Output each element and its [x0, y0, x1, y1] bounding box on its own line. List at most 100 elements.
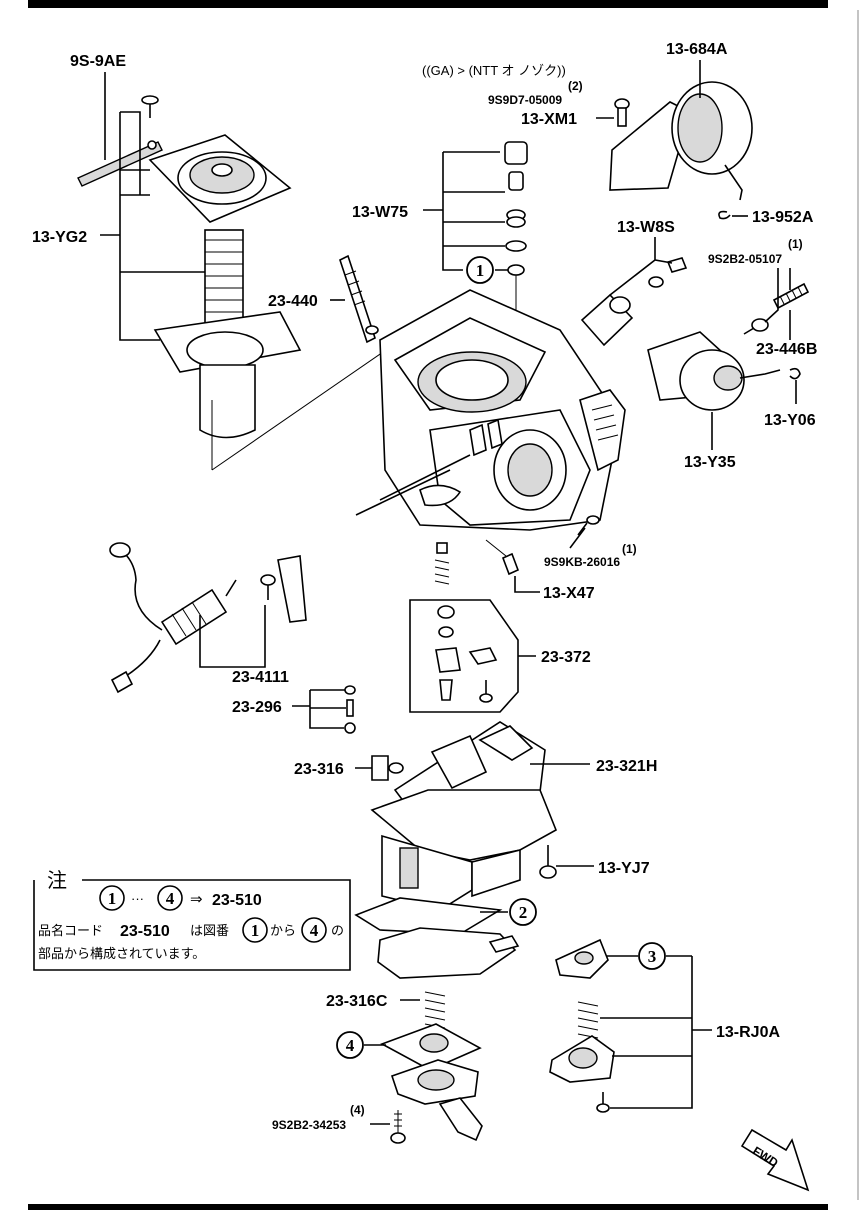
svg-text:1: 1 — [108, 889, 117, 908]
svg-text:3: 3 — [648, 947, 657, 966]
bottom-border — [28, 1204, 828, 1210]
circled-2: 2 — [509, 898, 537, 926]
top-border — [28, 0, 828, 8]
part-lower-housing — [153, 311, 302, 439]
leader-housing — [119, 272, 160, 341]
leader-13x47 — [514, 576, 540, 593]
leader-23296 — [292, 689, 346, 729]
label-234111: 23-4111 — [232, 669, 289, 686]
note-arrow: ⇒ — [190, 890, 203, 908]
part-gasket-2 — [354, 897, 503, 935]
label-13y35: 13-Y35 — [684, 454, 736, 471]
part-base-flange — [377, 927, 520, 979]
svg-text:4: 4 — [310, 921, 319, 940]
label-13xm1: 13-XM1 — [521, 111, 577, 128]
label-9s9d7: 9S9D7-05009 — [488, 93, 562, 107]
label-13x47: 13-X47 — [543, 585, 595, 602]
leader-13yg2 — [100, 169, 205, 273]
part-w75-stack — [504, 141, 528, 276]
note-ellipsis: ··· — [131, 891, 144, 906]
part-05107-screw — [743, 318, 769, 335]
svg-text:1: 1 — [251, 921, 260, 940]
header-note: ((GA) > (NTT オ ノゾク)) — [422, 63, 566, 78]
part-296-pins — [344, 685, 356, 734]
label-13yg2: 13-YG2 — [32, 229, 87, 246]
label-23321h: 23-321H — [596, 758, 657, 775]
part-small-screw-top — [141, 95, 159, 118]
part-idle-screw — [339, 254, 379, 344]
label-9s2b2-05107: 9S2B2-05107 — [708, 252, 782, 266]
part-rj0a-housing — [549, 1035, 615, 1083]
label-9s2b2-34253: 9S2B2-34253 — [272, 1118, 346, 1132]
label-9s9ae: 9S-9AE — [70, 53, 126, 70]
part-gasket-plate — [148, 134, 292, 223]
note-line2-pre: 品名コード — [38, 923, 103, 939]
part-rj0a-screw — [596, 1092, 610, 1113]
label-9s9d7-qty: (2) — [568, 79, 583, 93]
circled-1: 1 — [466, 256, 494, 284]
note-line3: 部品から構成されています。 — [38, 947, 205, 962]
note-heading: 注 — [47, 868, 67, 892]
part-xm1-screw — [614, 98, 630, 127]
label-13w75: 13-W75 — [352, 204, 408, 221]
label-23440: 23-440 — [268, 293, 318, 310]
part-y35-throttle-positioner — [647, 331, 781, 411]
part-yj7-screw — [539, 845, 557, 879]
note-line2-circ-from — [242, 917, 268, 943]
leader-234111 — [199, 605, 266, 668]
part-y06-clip — [789, 367, 801, 380]
part-rj0a-spring — [577, 1001, 599, 1039]
part-float-chamber — [370, 789, 558, 911]
leader-23316 — [355, 755, 389, 781]
leader-9s9kb — [569, 527, 586, 549]
leader-13w8s — [609, 237, 673, 296]
label-23316: 23-316 — [294, 761, 344, 778]
label-13yj7: 13-YJ7 — [598, 860, 650, 877]
label-13y06: 13-Y06 — [764, 412, 816, 429]
part-9s9kb-screw — [577, 515, 600, 536]
note-circ-from — [99, 885, 125, 911]
part-23372-group — [409, 599, 519, 713]
svg-text:4: 4 — [346, 1036, 355, 1055]
part-main-jet-spring — [434, 542, 450, 585]
note-box: 注 1 ··· 4 ⇒ 23-510 品名コード 23-510 は図番 1 から… — [33, 868, 351, 971]
x47-guide — [485, 539, 507, 557]
note-line2-circ-to — [301, 917, 327, 943]
label-13684a: 13-684A — [666, 41, 728, 58]
part-952a-clip — [718, 210, 731, 220]
part-34253-screw — [390, 1110, 406, 1144]
part-lower-cover — [390, 1059, 483, 1142]
part-4111-solenoid — [109, 542, 307, 694]
leader-13w75 — [423, 151, 508, 271]
note-line2-kara: から — [270, 924, 296, 939]
leader-13rj0a — [600, 956, 712, 1109]
label-23446b: 23-446B — [756, 341, 817, 358]
label-9s9kb-qty: (1) — [622, 542, 637, 556]
part-316c-spring — [424, 991, 446, 1029]
label-23372: 23-372 — [541, 649, 591, 666]
part-w8s-solenoid — [580, 257, 688, 347]
part-carburetor-body — [355, 289, 626, 531]
svg-text:2: 2 — [519, 903, 528, 922]
svg-text:4: 4 — [166, 889, 175, 908]
label-13w8s: 13-W8S — [617, 219, 675, 236]
part-diaphragm-4 — [380, 1023, 482, 1071]
part-rj0a-cover — [555, 938, 609, 979]
note-line2-no: の — [331, 924, 344, 939]
svg-text:1: 1 — [476, 261, 485, 280]
note-circ-to — [157, 885, 183, 911]
part-684a-diaphragm — [609, 81, 753, 201]
fwd-arrow: FWD — [740, 1128, 810, 1192]
circled-4: 4 — [336, 1031, 364, 1059]
part-446b-spring — [772, 282, 810, 310]
label-13rj0a: 13-RJ0A — [716, 1024, 780, 1041]
part-321h-float-gasket — [388, 721, 546, 811]
circled-3: 3 — [638, 942, 666, 970]
note-target: 23-510 — [212, 892, 262, 909]
leader-9s2b2-05107 — [764, 268, 791, 323]
label-9s9kb: 9S9KB-26016 — [544, 555, 620, 569]
label-13952a: 13-952A — [752, 209, 814, 226]
note-line2-mid: は図番 — [190, 924, 229, 939]
